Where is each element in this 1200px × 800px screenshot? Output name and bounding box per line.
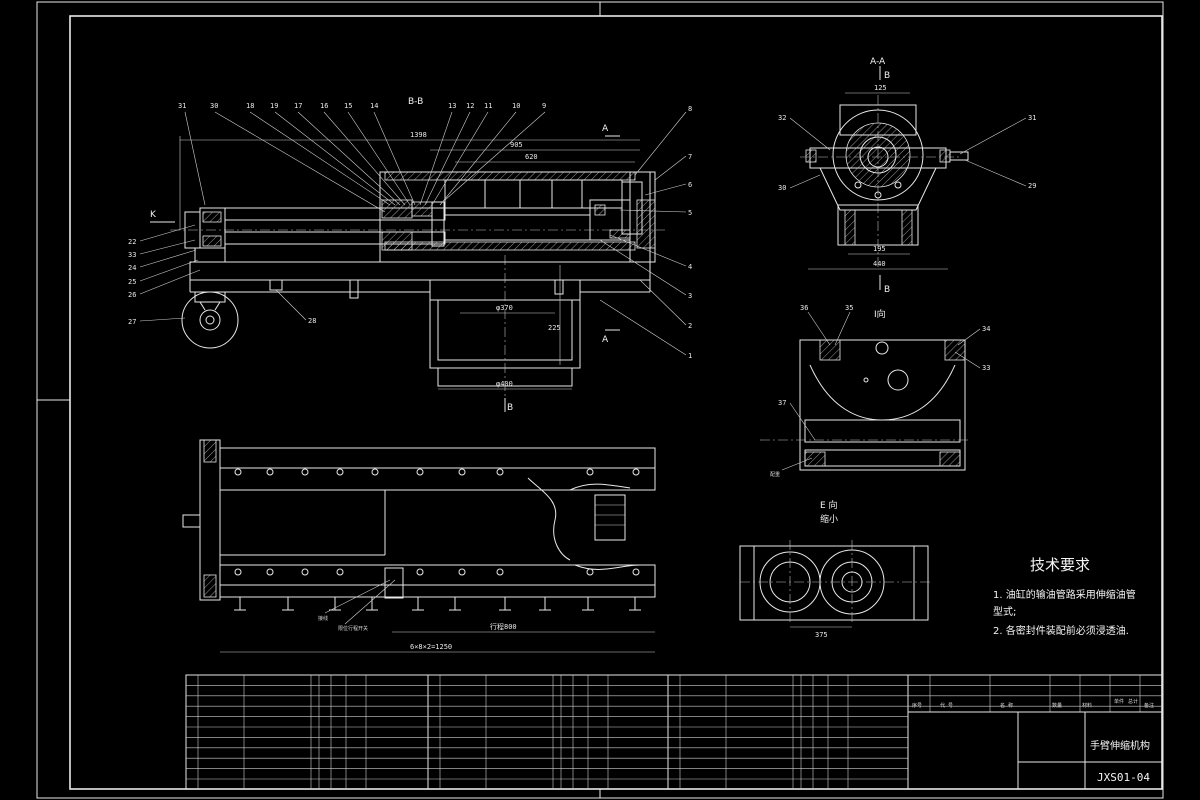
pn-i-37: 37 [778, 399, 786, 407]
pn-3: 3 [688, 292, 692, 300]
tech-req-item-1: 1. 油缸的输油管路采用伸缩油管 [993, 588, 1136, 601]
cut-b-bottom: B [884, 285, 890, 295]
drawing-frame [36, 1, 1164, 799]
label-wiring: 接线 [318, 615, 328, 622]
pn-17: 17 [294, 102, 302, 110]
dim-905: 905 [510, 141, 523, 149]
view-e-sub: 缩小 [820, 513, 838, 525]
pn-26: 26 [128, 291, 136, 299]
title-block: 手臂伸缩机构 JXS01-04 序号 代 号 名 称 数量 材料 单件 总计 备… [907, 698, 1163, 790]
th-name: 名 称 [1000, 702, 1013, 709]
pn-7: 7 [688, 153, 692, 161]
section-aa-label: A-A [870, 57, 886, 67]
dim-400: φ400 [496, 380, 513, 388]
right-leaders: 8 7 6 5 4 3 2 1 [599, 105, 692, 360]
pn-aa-29: 29 [1028, 182, 1036, 190]
pn-4: 4 [688, 263, 692, 271]
dim-125: 125 [874, 84, 887, 92]
pn-24: 24 [128, 264, 136, 272]
section-bb-label: B-B [408, 97, 423, 107]
dim-span: 6×8×2=1250 [410, 643, 452, 651]
parts-list-cols [197, 675, 1141, 789]
pn-28: 28 [308, 317, 316, 325]
th-qty: 数量 [1052, 702, 1062, 709]
pn-1: 1 [688, 352, 692, 360]
dim-370: φ370 [496, 304, 513, 312]
left-leaders: 22 33 24 25 26 27 28 [128, 224, 316, 326]
view-i: I向 36 35 34 33 37 配重 [760, 304, 990, 478]
pn-10: 10 [512, 102, 520, 110]
tech-requirements: 技术要求 1. 油缸的输油管路采用伸缩油管 型式; 2. 各密封件装配前必须浸透… [993, 556, 1136, 637]
dim-440: 440 [873, 260, 886, 268]
th-unit: 单件 [1114, 698, 1124, 705]
pn-22: 22 [128, 238, 136, 246]
pn-i-34: 34 [982, 325, 990, 333]
view-e-label: E 向 [820, 499, 838, 511]
view-i-label: I向 [874, 308, 886, 320]
tech-req-item-2: 型式; [993, 605, 1016, 618]
wheel-27 [181, 291, 239, 349]
th-code: 代 号 [940, 702, 953, 709]
cut-b-top: B [884, 71, 890, 81]
pn-13: 13 [448, 102, 456, 110]
pn-33: 33 [128, 251, 136, 259]
dim-stroke: 行程800 [490, 622, 517, 631]
pn-19: 19 [270, 102, 278, 110]
th-total: 总计 [1128, 698, 1138, 705]
th-no: 序号 [912, 702, 922, 709]
th-material: 材料 [1082, 702, 1092, 709]
pn-6: 6 [688, 181, 692, 189]
parts-list-rows [186, 685, 1162, 780]
pn-16: 16 [320, 102, 328, 110]
pn-15: 15 [344, 102, 352, 110]
th-remark: 备注 [1144, 702, 1154, 709]
pn-i-33: 33 [982, 364, 990, 372]
pn-aa-30: 30 [778, 184, 786, 192]
dim-225: 225 [548, 324, 561, 332]
view-k-label: K [150, 210, 157, 220]
pn-31: 31 [178, 102, 186, 110]
cut-b-main: B [507, 403, 513, 413]
section-view-aa: A-A B 125 195 440 B 32 31 30 29 [778, 57, 1036, 295]
plan-view: 行程800 6×8×2=1250 接线 限位行程开关 [182, 439, 656, 653]
label-limit-switch: 限位行程开关 [338, 625, 368, 632]
pn-aa-31: 31 [1028, 114, 1036, 122]
top-leaders: 31 30 18 19 17 16 15 14 13 12 11 10 9 [178, 102, 546, 213]
plan-feet [234, 597, 641, 611]
pn-i-36: 36 [800, 304, 808, 312]
cut-a-top: A [602, 124, 609, 134]
pn-11: 11 [484, 102, 492, 110]
cut-a-bottom: A [602, 335, 609, 345]
dim-195: 195 [873, 245, 886, 253]
tech-req-item-3: 2. 各密封件装配前必须浸透油. [993, 624, 1129, 637]
pn-9: 9 [542, 102, 546, 110]
pn-8: 8 [688, 105, 692, 113]
dim-620: 620 [525, 153, 538, 161]
view-e: E 向 缩小 375 [739, 499, 930, 639]
parts-list [185, 674, 1163, 790]
title-name: 手臂伸缩机构 [1090, 739, 1150, 752]
dim-375: 375 [815, 631, 828, 639]
pn-i-35: 35 [845, 304, 853, 312]
pn-aa-32: 32 [778, 114, 786, 122]
pn-18: 18 [246, 102, 254, 110]
dim-overall: 1398 [410, 131, 427, 139]
pn-25: 25 [128, 278, 136, 286]
pn-5: 5 [688, 209, 692, 217]
pn-12: 12 [466, 102, 474, 110]
pn-30: 30 [210, 102, 218, 110]
title-drawing-no: JXS01-04 [1097, 771, 1150, 784]
section-view-bb: B-B 1398 905 620 φ370 φ400 225 [128, 97, 692, 413]
pn-27: 27 [128, 318, 136, 326]
pn-2: 2 [688, 322, 692, 330]
pn-14: 14 [370, 102, 378, 110]
tech-req-title: 技术要求 [1030, 556, 1090, 574]
label-counterweight: 配重 [770, 471, 780, 478]
